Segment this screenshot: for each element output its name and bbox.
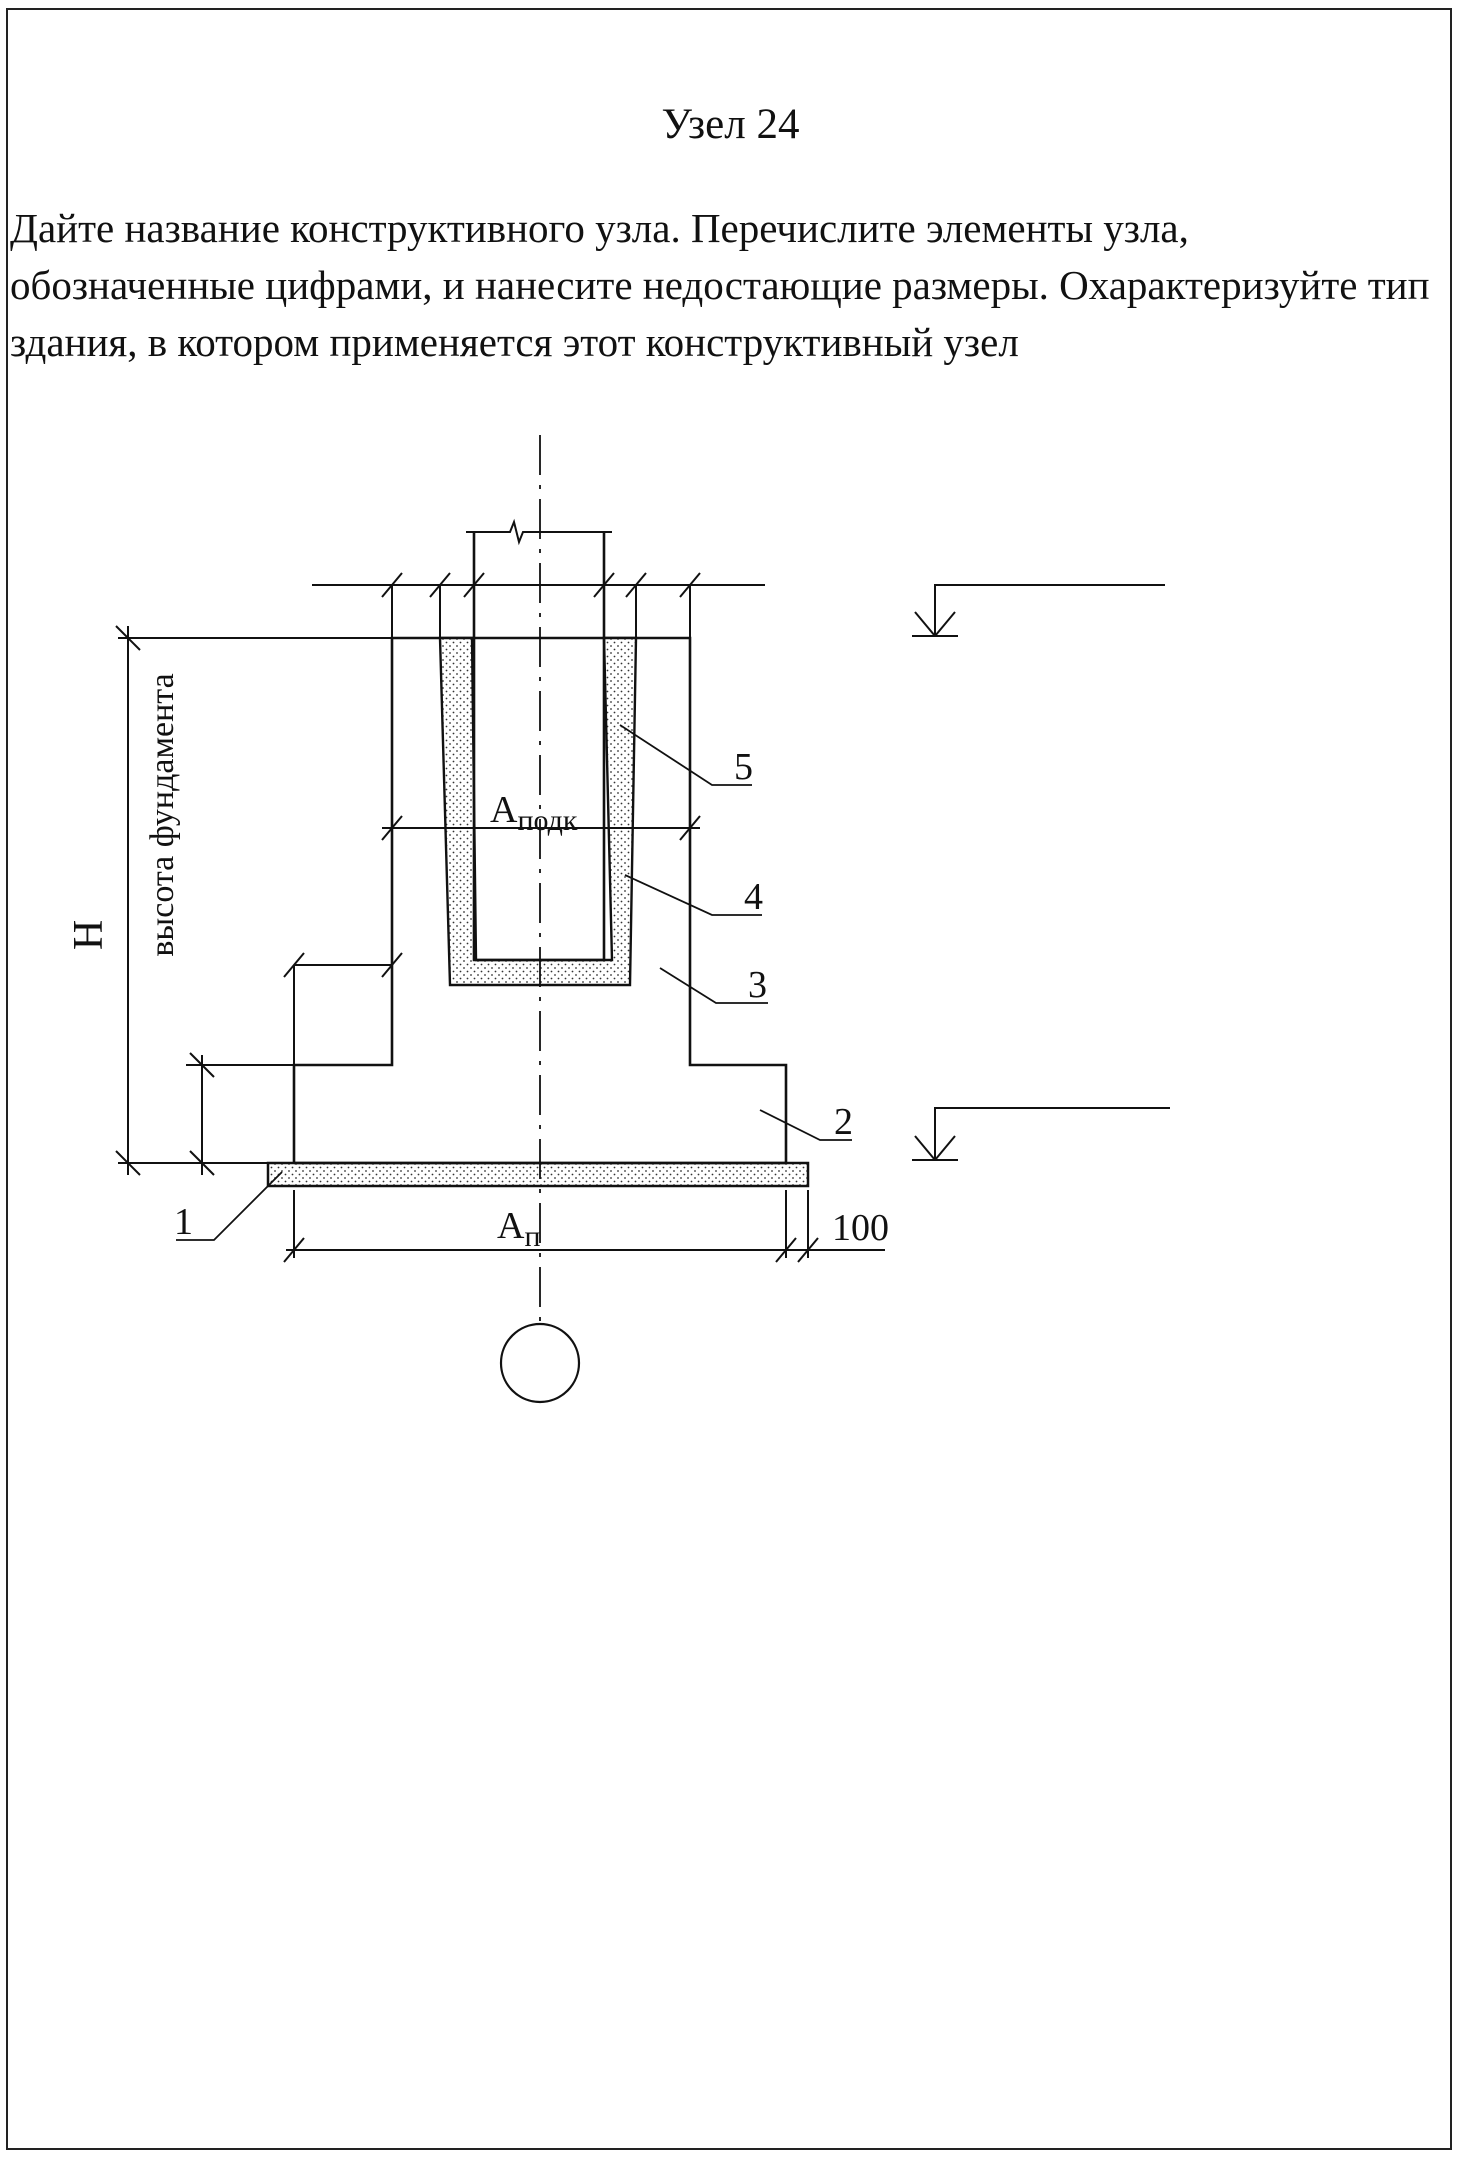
top-dimension [312,572,765,638]
callout-3: 3 [748,964,767,1006]
socket-width-dimension [381,815,701,841]
callout-1: 1 [174,1201,193,1243]
socket-width-label: Aподк [490,789,578,837]
callout-4: 4 [744,876,763,918]
callout-leaders [176,724,852,1241]
offset-dimension-label: 100 [832,1207,889,1249]
height-label: H [66,920,112,950]
step-dimensions [186,952,403,1176]
task-text: Дайте название конструктивного узла. Пер… [10,205,1430,365]
section-marker-top [912,584,1165,637]
height-dimension [115,625,392,1176]
column [472,532,606,962]
sand-bedding [266,1161,810,1188]
height-description: высота фундамента [144,673,181,956]
page-border [6,8,1452,2150]
page-title: Узел 24 [661,101,800,148]
axis-marker-circle [499,1322,581,1404]
callout-5: 5 [734,746,753,788]
base-width-dimension [283,1190,885,1263]
column-break-line [466,518,612,546]
base-width-label: Aп [497,1205,541,1253]
callout-2: 2 [834,1101,853,1143]
section-marker-bottom [912,1107,1170,1161]
